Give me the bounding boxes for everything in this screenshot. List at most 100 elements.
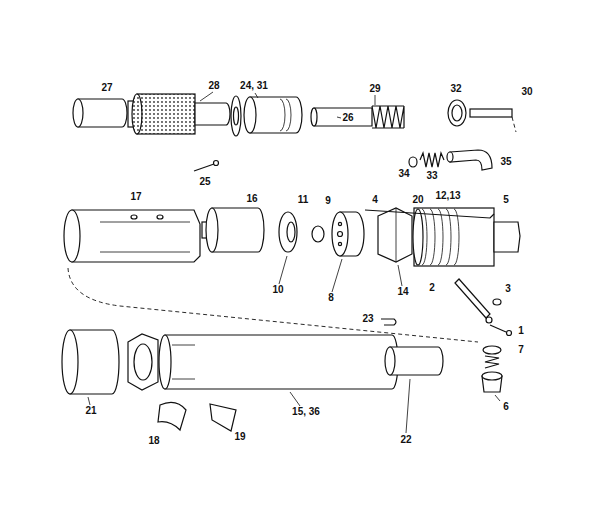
callout-number: 6 (502, 402, 510, 412)
callout-number: 2 (428, 283, 436, 293)
part-16-shape (206, 208, 218, 252)
part-30 (470, 109, 516, 132)
leader-line-shape (200, 92, 213, 101)
callout-number: 21 (84, 406, 97, 416)
part-25 (194, 161, 219, 172)
part-21-shape (62, 330, 78, 394)
callout-number: 24, 31 (239, 81, 269, 91)
part-30-shape (512, 117, 516, 132)
part-8-shape (332, 212, 348, 256)
part-27 (73, 99, 127, 127)
part-25-shape (194, 164, 214, 171)
part-32-shape (448, 100, 466, 126)
part-8-shape (338, 232, 343, 237)
callout-number: 3 (504, 284, 512, 294)
part-2-shape (455, 279, 490, 318)
callout-number: 5 (502, 195, 510, 205)
part-15-36-shape (172, 345, 195, 346)
part-15-36 (128, 334, 398, 390)
part-10-11-shape (287, 222, 295, 242)
callout-number: 33 (425, 171, 438, 181)
callout-number: 34 (397, 169, 410, 179)
part-10-11 (279, 212, 297, 252)
part-19 (210, 404, 236, 431)
part-8 (332, 212, 364, 256)
leader-line-shape (255, 93, 258, 98)
part-22-shape (390, 347, 443, 375)
callout-number: 26 (341, 113, 354, 123)
leader-line-shape (406, 379, 410, 433)
part-29-shape (311, 108, 317, 126)
part-34-shape (409, 157, 417, 167)
part-12-13-shape (422, 209, 459, 265)
part-21 (62, 330, 119, 394)
part-28-shape (132, 94, 142, 134)
part-18-shape (158, 402, 186, 430)
part-35-shape (450, 150, 492, 170)
part-17-shape (64, 210, 80, 262)
part-1 (490, 325, 512, 336)
callout-number: 4 (371, 195, 379, 205)
part-8-shape (338, 222, 341, 225)
part-23 (381, 319, 396, 325)
part-9 (312, 226, 324, 242)
part-22-shape (385, 347, 395, 375)
callout-number: 22 (399, 435, 412, 445)
part-25-shape (214, 161, 219, 166)
part-3-shape (493, 299, 501, 305)
part-16-shape (212, 208, 264, 252)
part-23-shape (381, 319, 396, 325)
part-15-36-shape (172, 379, 195, 380)
leader-line-shape (332, 259, 342, 292)
part-15-36-shape (134, 344, 152, 380)
part-24-31-shape (250, 97, 302, 133)
part-29-shape (372, 106, 404, 128)
part-22 (385, 347, 443, 375)
leader-line-shape (337, 117, 341, 118)
part-19-shape (210, 404, 236, 431)
part-17-shape (72, 210, 200, 262)
callout-number: 15, 36 (291, 407, 321, 417)
part-35-shape (447, 152, 453, 162)
part-15-36-shape (159, 335, 171, 389)
callout-number: 19 (233, 432, 246, 442)
callout-number: 28 (207, 81, 220, 91)
part-4 (365, 210, 494, 218)
part-15-36-shape (128, 334, 158, 390)
leader-line-shape (88, 397, 90, 405)
callout-number: 25 (198, 177, 211, 187)
part-1-shape (507, 331, 512, 336)
leader-line-shape (495, 395, 500, 401)
part-17-shape (100, 222, 190, 223)
part-2 (455, 279, 492, 323)
callout-number: 30 (520, 87, 533, 97)
part-18 (158, 402, 186, 430)
part-12-13-shape (413, 209, 423, 265)
part-7-shape (483, 346, 501, 354)
callout-number: 16 (245, 194, 258, 204)
part-5-shape (494, 222, 520, 252)
part-33 (420, 153, 444, 167)
part-27-shape (73, 99, 83, 127)
part-16 (202, 208, 264, 252)
callout-number: 8 (327, 293, 335, 303)
part-14-shape (378, 208, 412, 262)
part-29 (311, 106, 404, 128)
part-7 (483, 346, 501, 368)
leader-line-shape (375, 95, 376, 105)
part-27-shape (78, 99, 127, 127)
part-28-shape (195, 103, 230, 125)
part-3 (493, 299, 501, 305)
part-12-13 (413, 208, 494, 266)
callout-number: 10 (271, 285, 284, 295)
callout-number: 9 (324, 196, 332, 206)
callout-number: 32 (449, 84, 462, 94)
part-24-31 (244, 97, 302, 133)
leader-line (88, 92, 500, 433)
washer (231, 96, 241, 136)
part-6 (482, 372, 502, 392)
callout-number: 14 (396, 287, 409, 297)
